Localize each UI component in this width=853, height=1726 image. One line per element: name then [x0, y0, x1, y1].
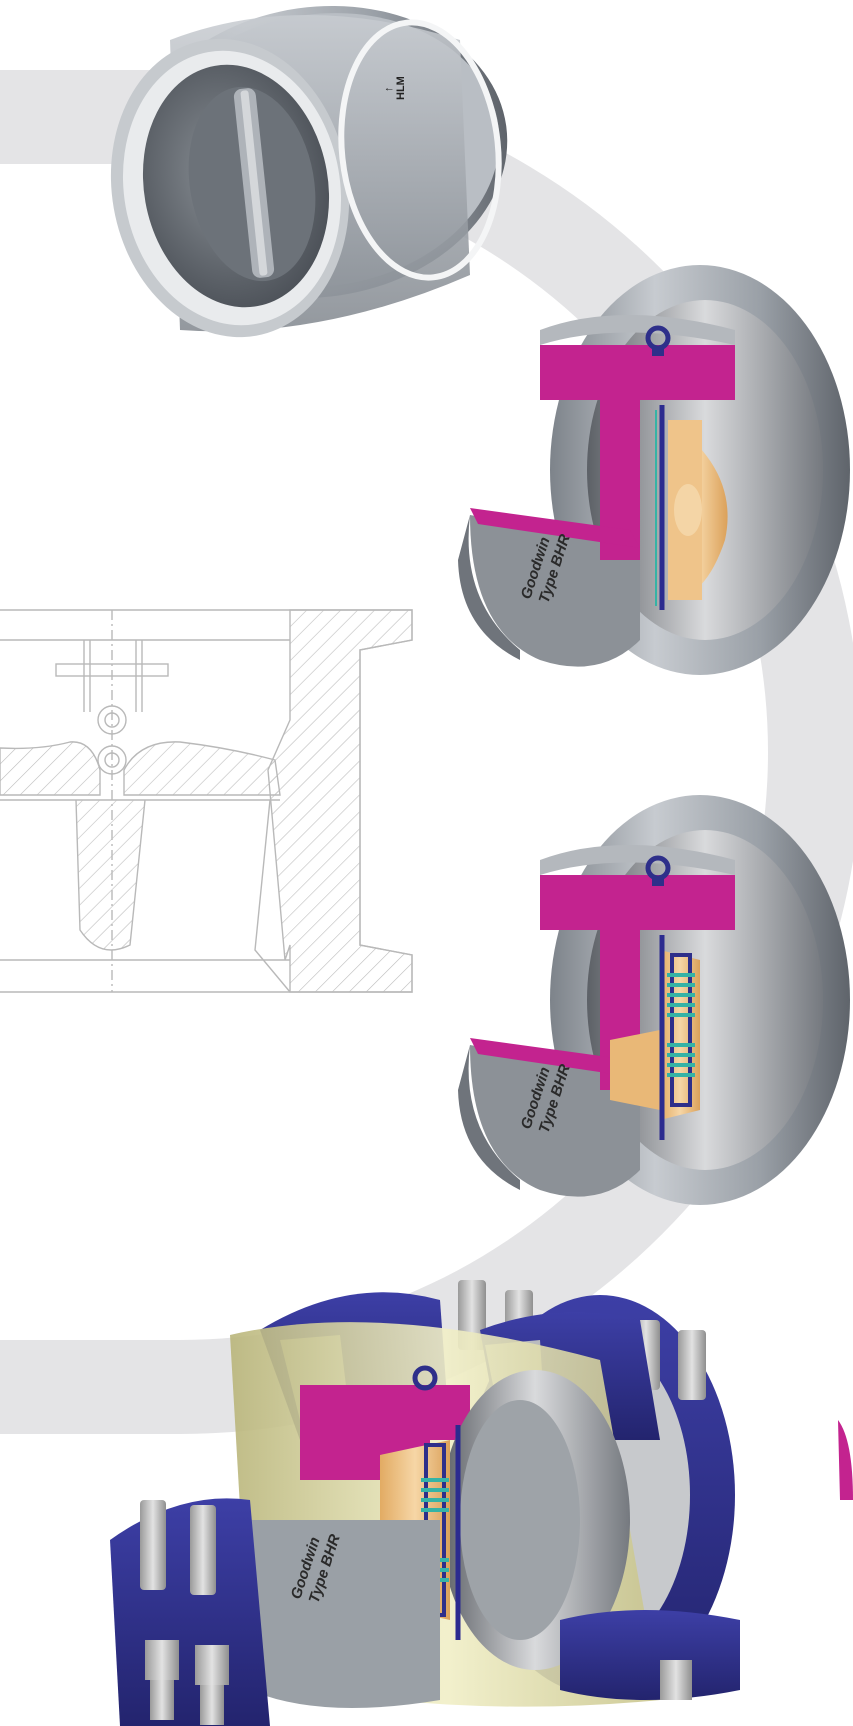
installed-check-valve-with-flanges: Goodwin Type BHR [110, 1280, 853, 1726]
wafer-check-valve-closed: ↑ HLM [110, 5, 508, 338]
technical-section-drawing [0, 609, 413, 993]
lifting-eye-icon [645, 855, 671, 886]
flow-code-label: HLM [395, 76, 407, 100]
flow-direction-arrow-icon: ↑ HLM [383, 76, 407, 100]
cutaway-check-valve-closed: Goodwin Type BHR [458, 265, 850, 675]
lifting-eye-icon [412, 1365, 438, 1391]
bolt-group-bottom [140, 1500, 692, 1725]
cutaway-check-valve-open: Goodwin Type BHR [458, 795, 850, 1205]
lifting-eye-icon [645, 325, 671, 356]
flow-arrow-glyph: ↑ [383, 87, 395, 93]
